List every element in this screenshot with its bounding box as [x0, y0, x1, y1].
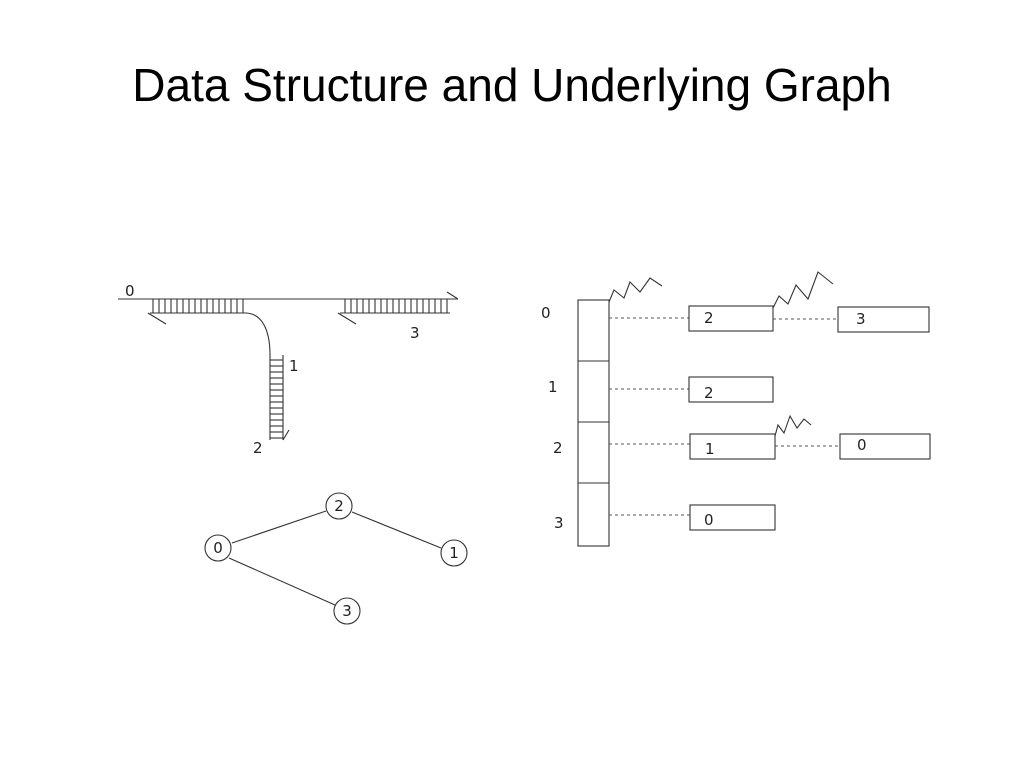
strand-label-1: 1 — [289, 357, 299, 375]
strand-label-2: 2 — [253, 439, 263, 457]
strand-1-arrowhead — [282, 429, 290, 441]
strand-structure: 0 1 2 3 — [118, 282, 459, 457]
graph-node-2 — [325, 492, 353, 520]
zigzag-icon — [608, 277, 663, 303]
right-ladder-rungs — [344, 299, 448, 313]
list-node-2-0-label: 1 — [705, 440, 715, 458]
index-label-1: 1 — [548, 378, 558, 396]
left-ladder-rungs — [152, 299, 244, 313]
slide-title: Data Structure and Underlying Graph — [132, 59, 892, 111]
graph-edge-0-2 — [231, 510, 327, 544]
zigzag-icon — [772, 271, 834, 309]
list-node-0-0-label: 2 — [704, 309, 714, 327]
graph-node-1 — [440, 539, 468, 567]
list-node-2-1 — [839, 433, 931, 460]
graph-edge-2-1 — [351, 511, 442, 549]
index-label-3: 3 — [554, 514, 564, 532]
adjacency-structure: 0 1 2 3 2 3 2 1 0 0 — [541, 271, 931, 547]
vertical-ladder-rungs — [270, 359, 283, 439]
list-node-3-0 — [689, 504, 776, 531]
strand-0-arrowhead — [446, 291, 459, 300]
strand-2-tail — [147, 312, 167, 325]
graph-node-3 — [333, 597, 361, 625]
graph-edge-0-3 — [228, 557, 336, 606]
graph-node-0 — [204, 534, 232, 562]
list-node-0-0 — [688, 305, 774, 332]
list-node-1-0-label: 2 — [704, 384, 714, 402]
list-node-0-1-label: 3 — [856, 310, 866, 328]
graph-node-3-label: 3 — [342, 602, 352, 620]
strand-label-3: 3 — [410, 324, 420, 342]
list-node-1-0 — [688, 376, 774, 403]
strand-1-backbone-left — [244, 312, 271, 440]
graph-node-1-label: 1 — [449, 544, 459, 562]
strand-label-0: 0 — [125, 282, 135, 300]
index-label-0: 0 — [541, 304, 551, 322]
underlying-graph: 0 1 2 3 — [204, 492, 468, 625]
zigzag-icon — [774, 414, 812, 437]
list-node-2-0 — [689, 433, 776, 460]
graph-node-2-label: 2 — [334, 497, 344, 515]
list-node-2-1-label: 0 — [857, 436, 867, 454]
strand-3-tail — [337, 312, 357, 325]
list-node-0-1 — [837, 306, 930, 333]
list-node-3-0-label: 0 — [704, 511, 714, 529]
index-label-2: 2 — [553, 439, 563, 457]
graph-node-0-label: 0 — [213, 539, 223, 557]
index-array — [577, 299, 610, 547]
